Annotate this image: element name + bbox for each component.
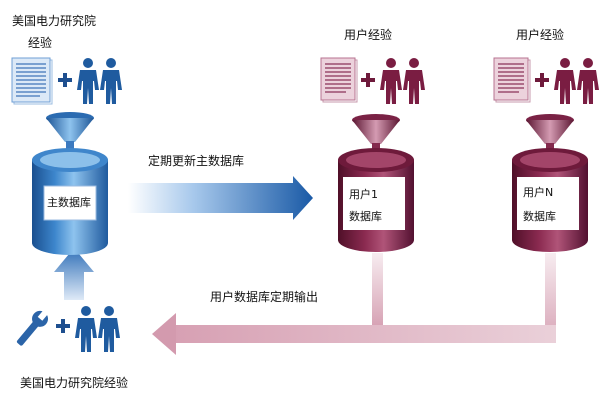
plus-icon <box>535 73 549 87</box>
plus-icon <box>58 73 72 87</box>
people-icon <box>77 58 122 104</box>
output-flow-arrow <box>152 253 556 355</box>
userN-experience-group <box>493 57 599 104</box>
epri-experience-bottom-label: 美国电力研究院经验 <box>20 376 129 390</box>
user1-database-label-line1: 用户1 <box>349 188 378 201</box>
epri-experience-bottom-group <box>16 306 120 352</box>
people-icon <box>554 58 599 104</box>
plus-icon <box>56 319 70 333</box>
user1-experience-label: 用户经验 <box>344 28 393 42</box>
document-icon <box>493 57 531 103</box>
epri-experience-title: 美国电力研究院 <box>12 14 97 28</box>
user1-database-label-line2: 数据库 <box>349 210 382 223</box>
database-cylinder-icon <box>338 148 414 252</box>
main-database <box>32 112 108 255</box>
people-icon <box>380 58 425 104</box>
main-database-label: 主数据库 <box>47 196 91 209</box>
userN-experience-label: 用户经验 <box>516 28 565 42</box>
people-icon <box>75 306 120 352</box>
userN-database <box>512 114 588 252</box>
epri-experience-subtitle: 经验 <box>28 36 53 50</box>
database-cylinder-icon <box>512 148 588 252</box>
output-arrow-label: 用户数据库定期输出 <box>210 290 319 304</box>
wrench-icon <box>16 310 49 346</box>
database-cylinder-icon <box>32 148 108 255</box>
document-icon <box>320 57 358 103</box>
plus-icon <box>361 73 375 87</box>
user1-database <box>338 114 414 252</box>
update-arrow-label: 定期更新主数据库 <box>148 154 245 168</box>
epri-experience-group <box>11 57 122 105</box>
up-arrow <box>54 248 94 300</box>
update-arrow <box>128 176 313 220</box>
user1-experience-group <box>320 57 425 104</box>
userN-database-label-line2: 数据库 <box>523 210 556 223</box>
document-icon <box>11 57 53 105</box>
userN-database-label-line1: 用户N <box>523 186 554 199</box>
